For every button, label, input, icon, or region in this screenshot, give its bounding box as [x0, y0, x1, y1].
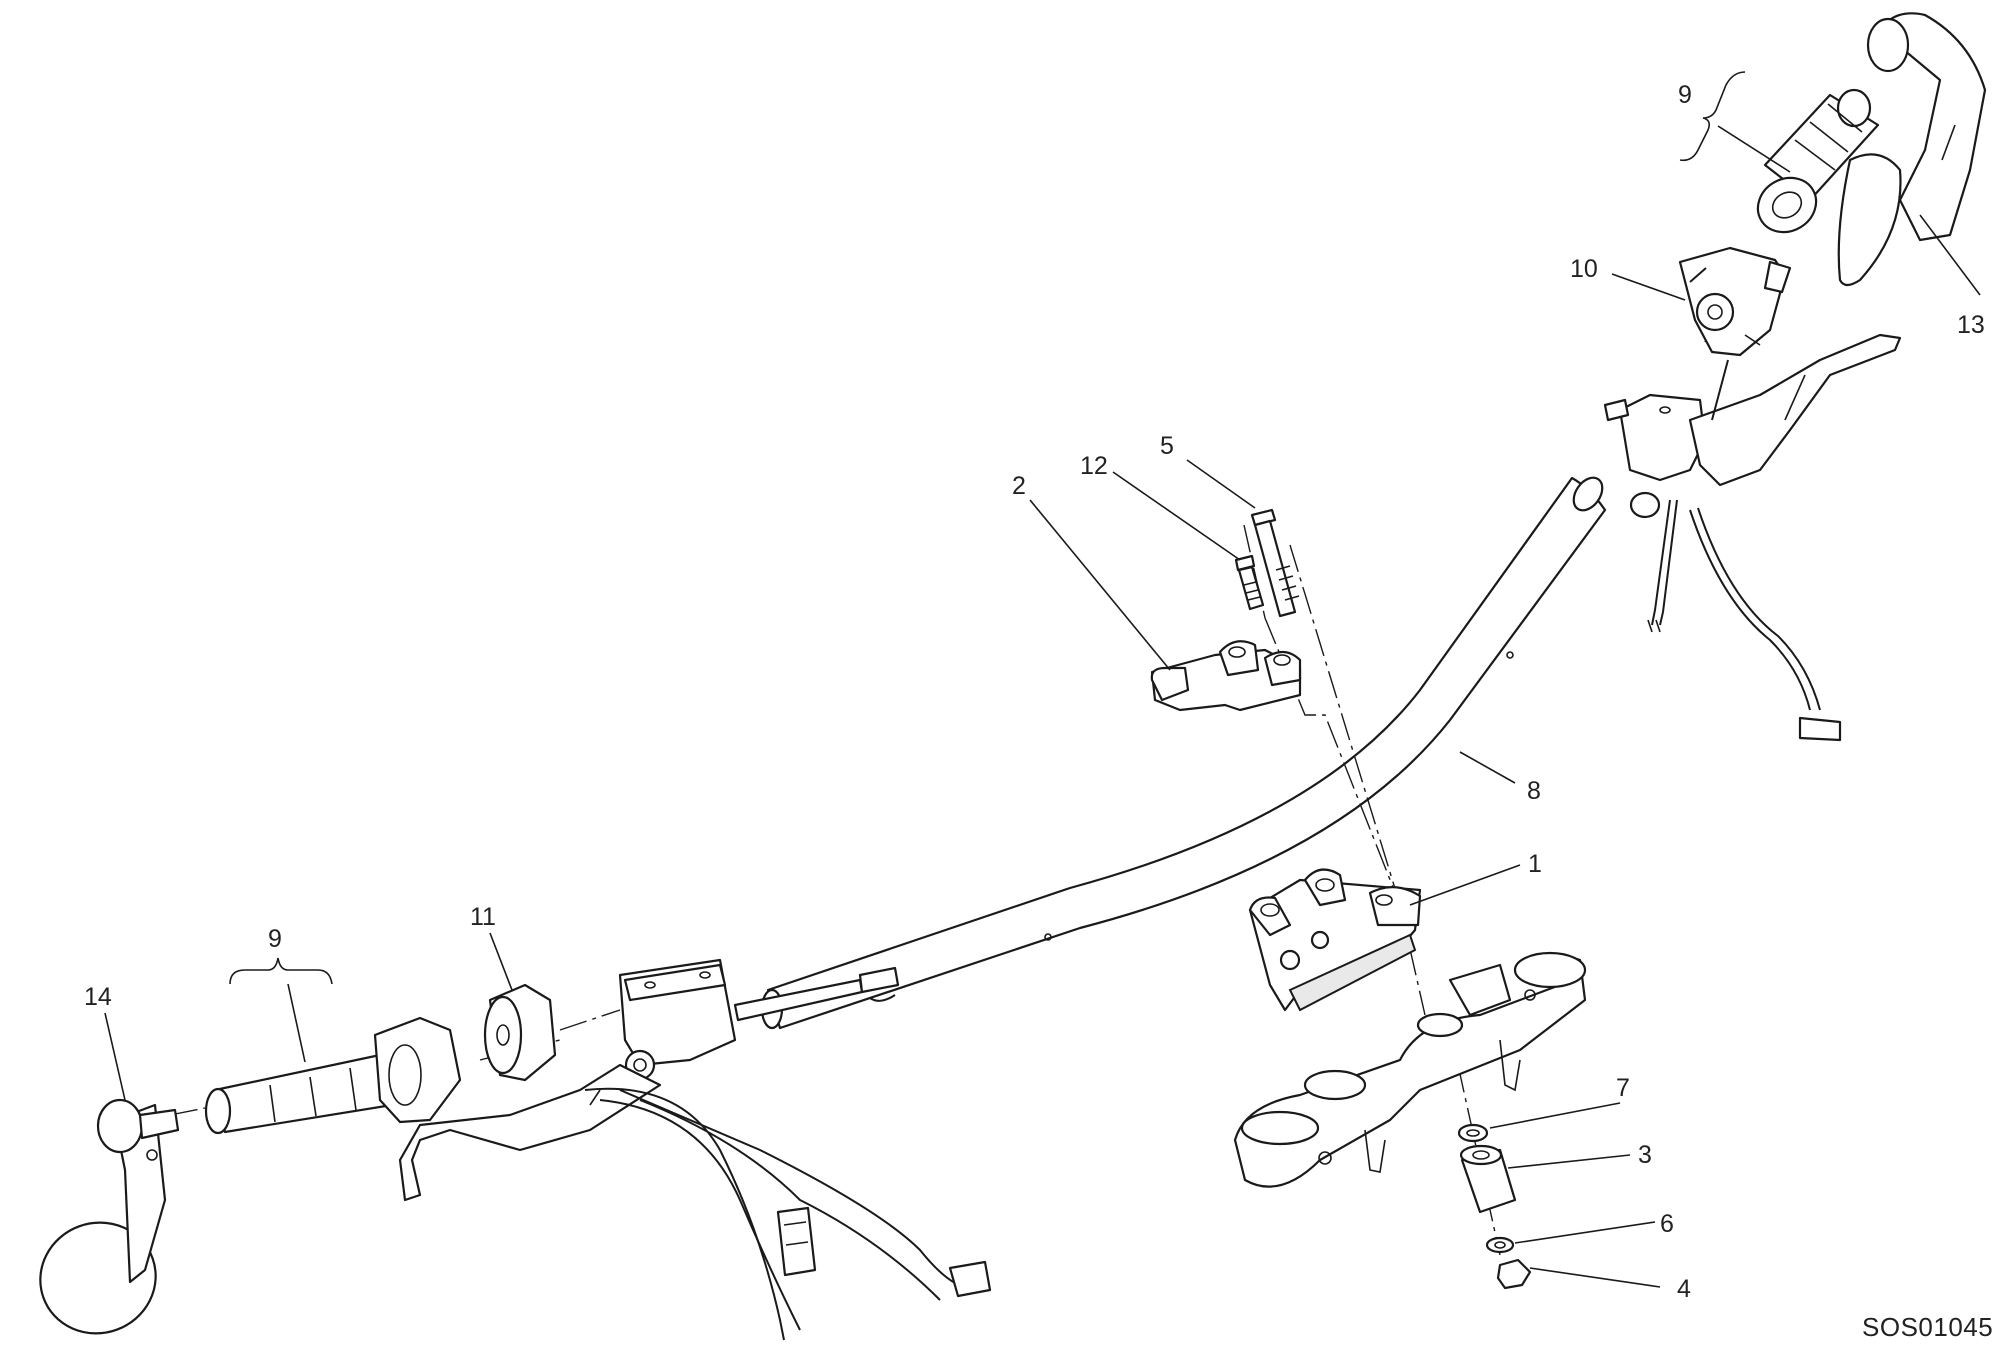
callout-3: 3 — [1638, 1141, 1652, 1169]
callout-14: 14 — [84, 983, 112, 1011]
brace-9-left — [229, 957, 333, 985]
upper-clamp — [1150, 640, 1302, 712]
right-switch — [1678, 246, 1792, 357]
washer-7 — [1457, 1123, 1489, 1143]
drawing-code: SOS01045 — [1862, 1312, 1993, 1342]
callout-2: 2 — [1012, 472, 1026, 500]
callout-5: 5 — [1160, 432, 1174, 460]
right-grip — [1756, 88, 1880, 234]
nut-4 — [1496, 1258, 1532, 1290]
callout-7: 7 — [1616, 1074, 1630, 1102]
handlebar — [760, 476, 1607, 1030]
callout-11: 11 — [470, 903, 496, 931]
callout-6: 6 — [1660, 1210, 1674, 1238]
screw-5 — [1250, 508, 1300, 618]
callout-8: 8 — [1527, 777, 1541, 805]
callout-9-right: 9 — [1678, 81, 1692, 109]
leader-lines — [104, 125, 1981, 1288]
left-grip — [204, 1053, 394, 1135]
left-knob — [483, 983, 557, 1082]
left-wiring — [584, 994, 992, 1341]
bushing-3 — [1459, 1144, 1517, 1214]
brace-9-right — [1679, 71, 1746, 162]
screw-12 — [1234, 554, 1265, 611]
top-triple-clamp — [1233, 951, 1587, 1188]
left-bar-end-mirror — [39, 1098, 180, 1335]
callout-labels: 1 2 3 4 5 6 7 8 9 9 10 11 12 13 14 — [84, 81, 1985, 1303]
left-master-cylinder — [618, 958, 900, 1081]
right-wiring — [1647, 267, 1842, 742]
left-clutch-lever — [398, 1063, 662, 1202]
lower-clamp — [1248, 868, 1422, 1012]
callout-9-left: 9 — [268, 925, 282, 953]
left-switch-body — [373, 1016, 462, 1124]
washer-6 — [1485, 1236, 1515, 1254]
right-brake-lever — [1688, 333, 1902, 487]
callout-10: 10 — [1570, 255, 1598, 283]
callout-1: 1 — [1528, 850, 1542, 878]
callout-12: 12 — [1080, 452, 1108, 480]
callout-13: 13 — [1957, 311, 1985, 339]
callout-4: 4 — [1677, 1275, 1691, 1303]
right-lever-guard — [1837, 12, 1987, 287]
